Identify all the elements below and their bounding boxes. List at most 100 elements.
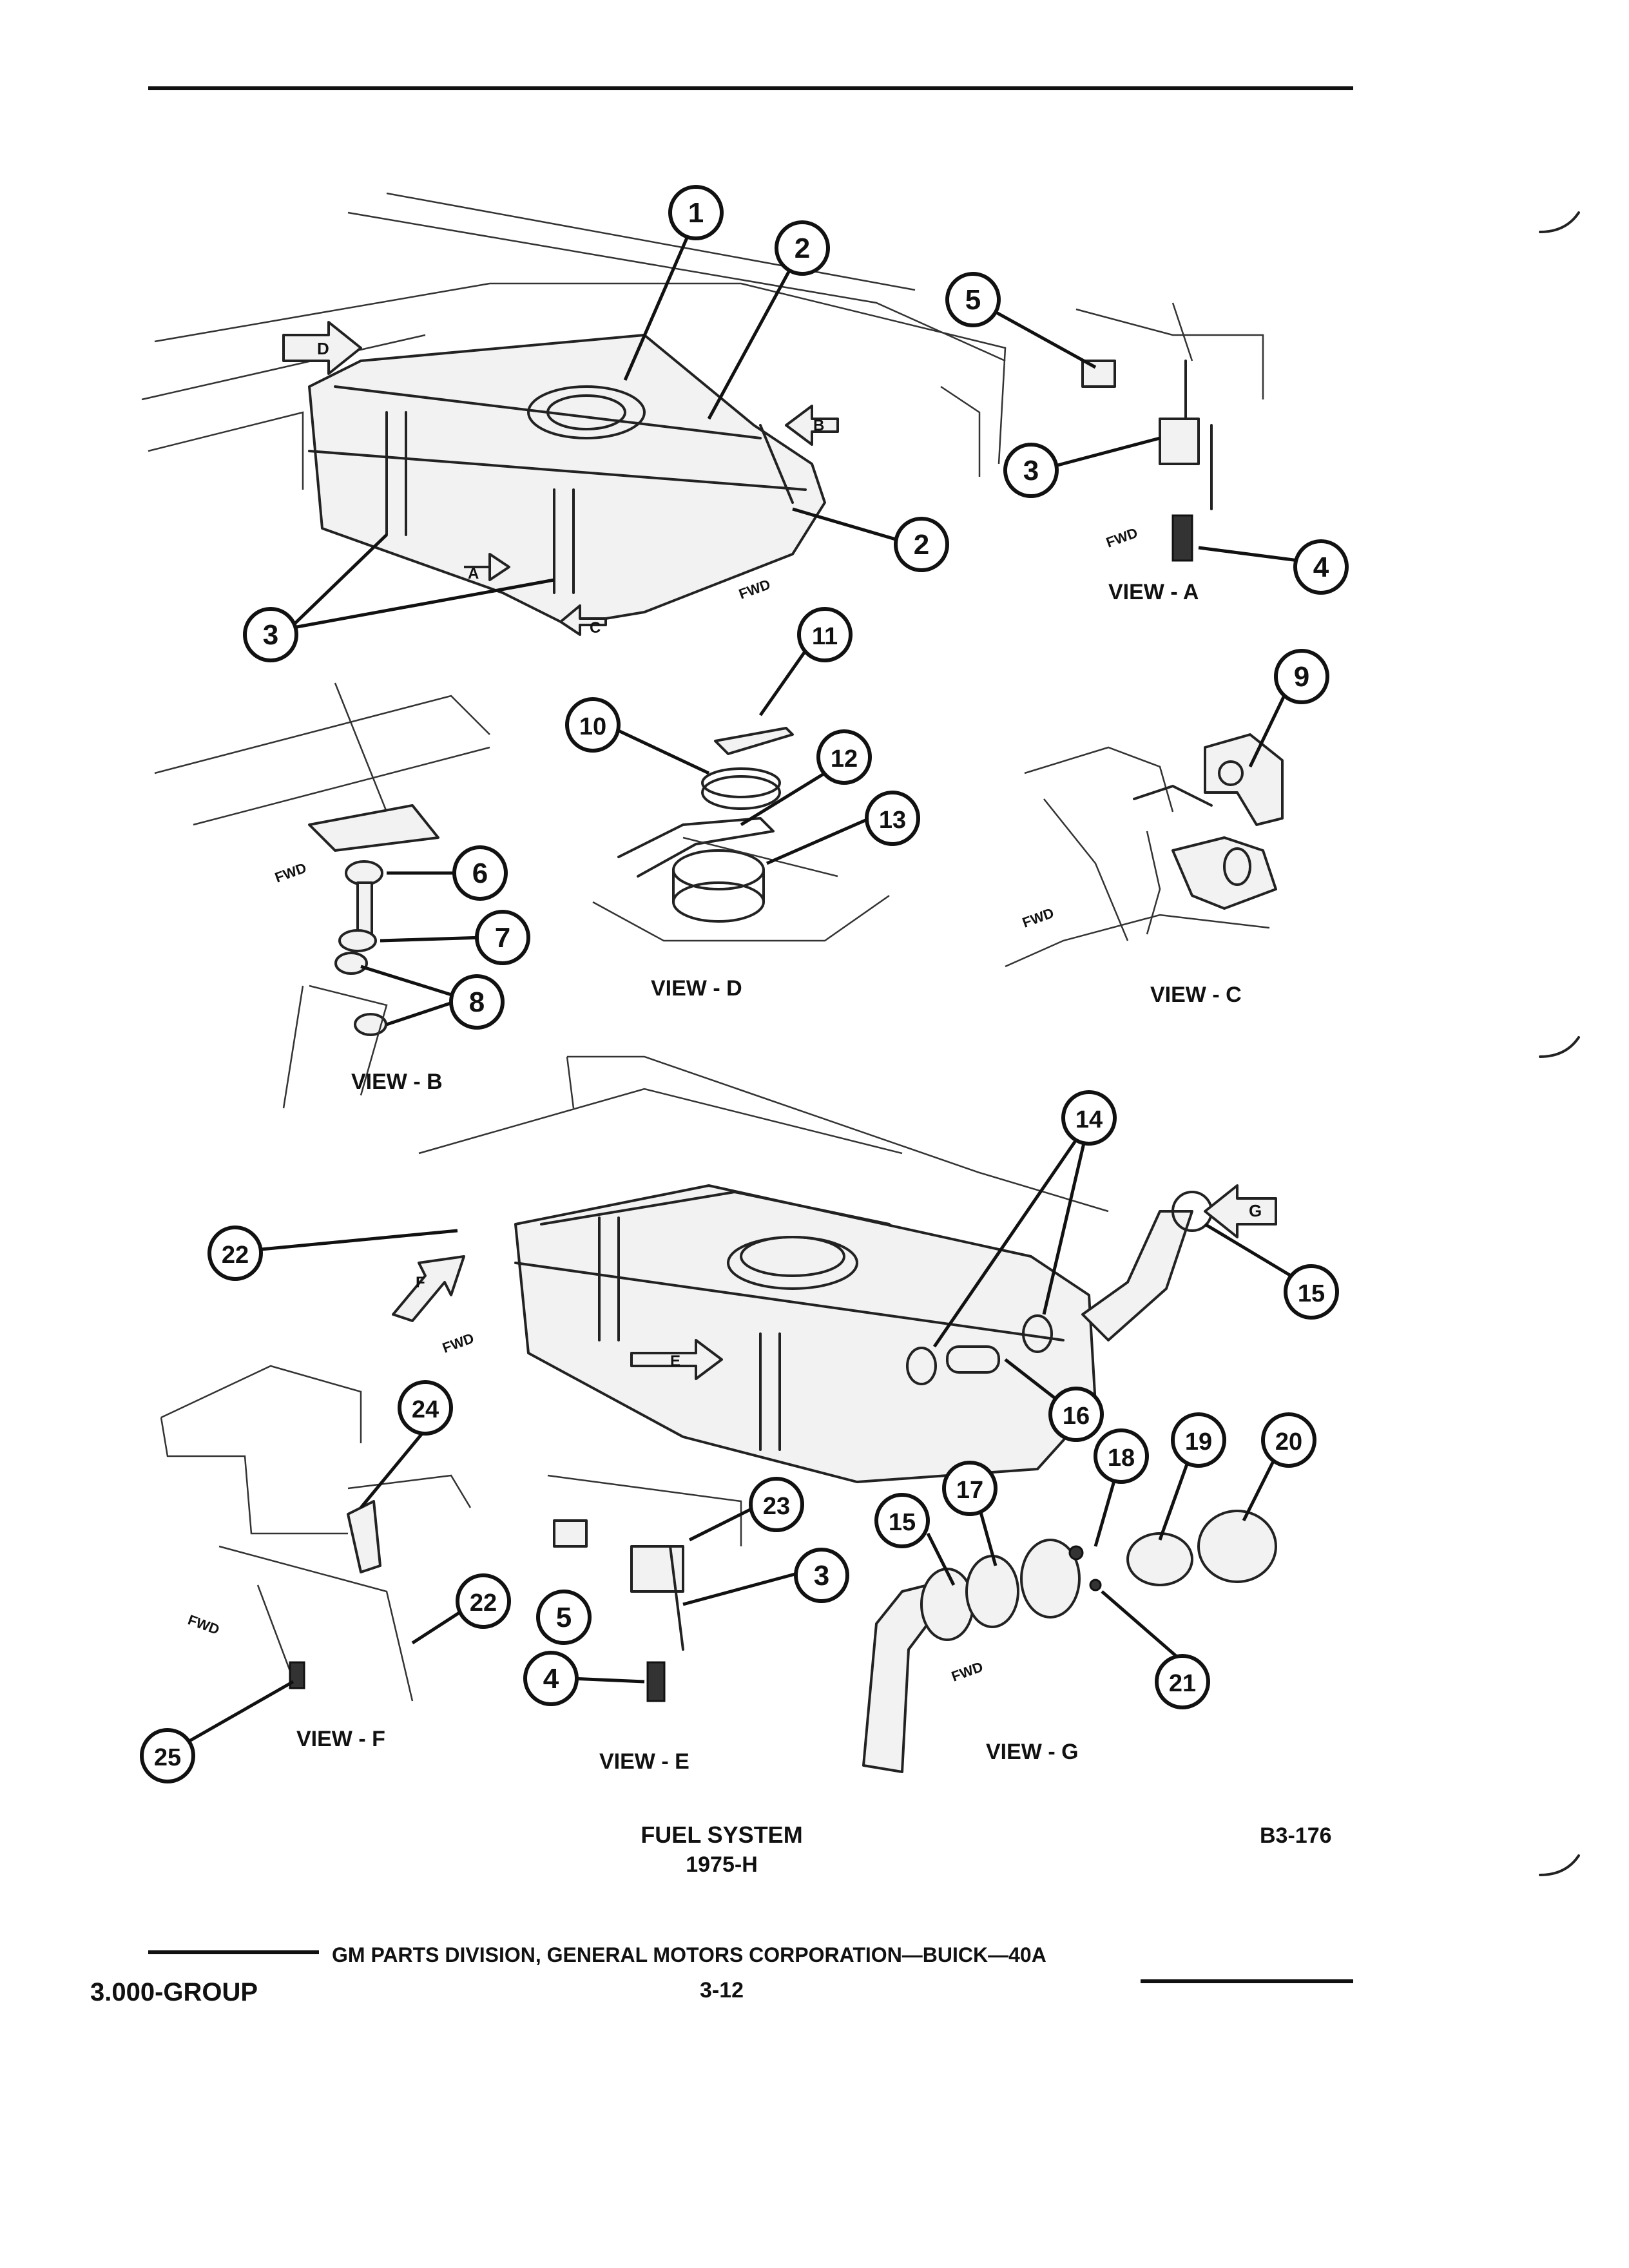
callout-12: 12: [816, 729, 872, 785]
svg-text:FWD: FWD: [1020, 905, 1056, 931]
callout-13: 13: [865, 791, 920, 846]
view-d-label: VIEW - D: [651, 976, 742, 1001]
view-c-detail: FWD: [1005, 733, 1284, 968]
callout-number: 22: [222, 1242, 249, 1269]
callout-19: 19: [1171, 1412, 1226, 1468]
svg-text:FWD: FWD: [949, 1658, 985, 1685]
callout-number: 11: [812, 623, 838, 650]
callout-16: 16: [1048, 1387, 1104, 1442]
svg-text:FWD: FWD: [440, 1330, 476, 1356]
footer-publisher: GM PARTS DIVISION, GENERAL MOTORS CORPOR…: [332, 1943, 1046, 1966]
callout-number: 19: [1185, 1428, 1212, 1456]
callout-20: 20: [1261, 1412, 1316, 1468]
callout-number: 4: [1313, 552, 1329, 583]
callout-14: 14: [1061, 1090, 1117, 1146]
callout-number: 8: [469, 986, 485, 1018]
callout-number: 7: [495, 922, 510, 954]
callout-number: 3: [1023, 455, 1039, 486]
callout-number: 15: [889, 1509, 916, 1536]
figure-code: B3-176: [1260, 1823, 1332, 1848]
svg-text:B: B: [813, 417, 824, 434]
view-a-detail: FWD: [1075, 302, 1264, 562]
view-e-detail: [547, 1474, 742, 1702]
callout-10: 10: [565, 697, 621, 753]
callout-number: 9: [1294, 661, 1309, 693]
callout-number: 3: [263, 619, 278, 651]
footer-page-number: 3-12: [700, 1978, 744, 2003]
callout-9: 9: [1274, 649, 1329, 704]
view-d-detail: [592, 727, 890, 942]
callout-number: 5: [965, 284, 981, 316]
callout-number: 14: [1075, 1106, 1103, 1133]
view-a-label: VIEW - A: [1108, 580, 1199, 604]
svg-text:FWD: FWD: [273, 860, 309, 886]
callout-number: 25: [154, 1744, 181, 1771]
callout-number: 12: [831, 745, 858, 773]
callout-4: 4: [1293, 539, 1349, 595]
view-f-label: VIEW - F: [296, 1727, 385, 1751]
callout-8: 8: [449, 974, 505, 1030]
callout-22: 22: [207, 1225, 263, 1281]
callout-3: 3: [794, 1548, 849, 1603]
callout-number: 16: [1063, 1403, 1090, 1430]
callout-21: 21: [1155, 1654, 1210, 1709]
callout-3: 3: [1003, 443, 1059, 498]
callout-number: 20: [1275, 1428, 1302, 1456]
view-e-label: VIEW - E: [599, 1749, 689, 1774]
binder-marks: [1539, 211, 1580, 1876]
figure-caption-title: FUEL SYSTEM: [641, 1821, 802, 1848]
callout-7: 7: [475, 910, 530, 965]
svg-text:FWD: FWD: [737, 576, 773, 602]
callout-4: 4: [523, 1651, 579, 1706]
svg-text:F: F: [416, 1274, 425, 1291]
callout-number: 24: [412, 1396, 439, 1423]
view-g-label: VIEW - G: [986, 1740, 1079, 1764]
callout-number: 5: [556, 1602, 572, 1633]
callout-number: 23: [763, 1493, 790, 1520]
center-tank-assembly: G F E FWD: [392, 1055, 1277, 1483]
svg-text:G: G: [1249, 1201, 1262, 1220]
view-b-label: VIEW - B: [351, 1070, 443, 1094]
callout-number: 2: [795, 233, 810, 264]
svg-text:FWD: FWD: [1104, 524, 1140, 551]
view-g-detail: FWD: [862, 1510, 1277, 1773]
svg-text:C: C: [590, 619, 601, 637]
view-b-detail: FWD: [154, 682, 490, 1109]
callout-number: 6: [472, 858, 488, 889]
callout-3: 3: [243, 607, 298, 662]
leader-lines: [179, 231, 1303, 1748]
callout-15: 15: [874, 1493, 930, 1548]
svg-text:FWD: FWD: [186, 1611, 222, 1638]
svg-text:A: A: [468, 565, 479, 582]
callout-number: 21: [1169, 1670, 1196, 1697]
callout-markers: 1223534111012139678142215162423315171819…: [140, 185, 1349, 1783]
callout-number: 18: [1108, 1445, 1135, 1472]
callout-5: 5: [945, 272, 1001, 327]
callout-number: 15: [1298, 1280, 1325, 1307]
callout-number: 3: [814, 1560, 829, 1591]
callout-number: 10: [579, 713, 606, 740]
callout-number: 2: [914, 529, 929, 561]
callout-23: 23: [749, 1477, 804, 1532]
callout-2: 2: [775, 220, 830, 276]
callout-25: 25: [140, 1728, 195, 1783]
top-tank-assembly: D B A C FWD: [141, 192, 1007, 637]
callout-17: 17: [942, 1461, 998, 1516]
callout-number: 17: [956, 1477, 983, 1504]
view-c-label: VIEW - C: [1150, 983, 1242, 1007]
svg-text:E: E: [670, 1352, 680, 1370]
callout-6: 6: [452, 845, 508, 901]
callout-11: 11: [797, 607, 853, 662]
callout-18: 18: [1094, 1428, 1149, 1484]
callout-number: 1: [688, 197, 704, 229]
callout-number: 22: [470, 1590, 497, 1617]
callout-24: 24: [398, 1380, 453, 1436]
callout-number: 13: [879, 807, 906, 834]
callout-2: 2: [894, 517, 949, 572]
callout-5: 5: [536, 1590, 592, 1645]
callout-22: 22: [456, 1573, 511, 1629]
callout-15: 15: [1284, 1264, 1339, 1320]
svg-text:D: D: [317, 339, 329, 358]
callout-1: 1: [668, 185, 724, 240]
